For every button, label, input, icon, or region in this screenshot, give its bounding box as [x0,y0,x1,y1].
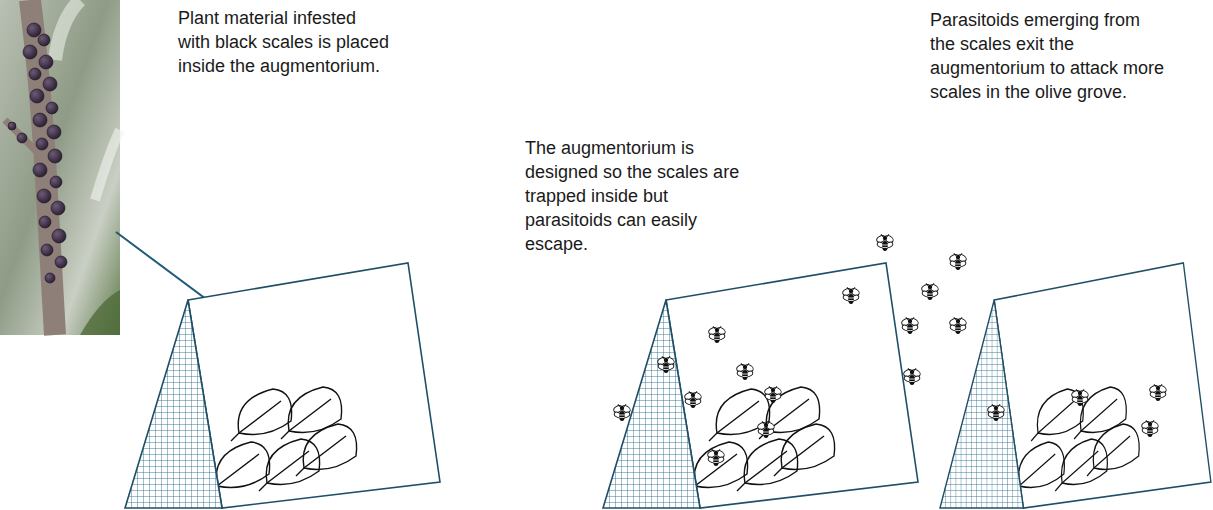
photo-infested-twig [0,0,120,335]
augmentorium [940,263,1211,508]
augmentorium [603,263,918,508]
annotation-text: Parasitoids emerging from the scales exi… [930,8,1165,104]
parasitoid-group [613,326,783,466]
annotation-text: Plant material infested with black scale… [178,6,393,78]
annotation-text: The augmentorium is designed so the scal… [525,136,760,256]
parasitoid-group [842,234,1168,437]
augmentorium [125,263,440,508]
